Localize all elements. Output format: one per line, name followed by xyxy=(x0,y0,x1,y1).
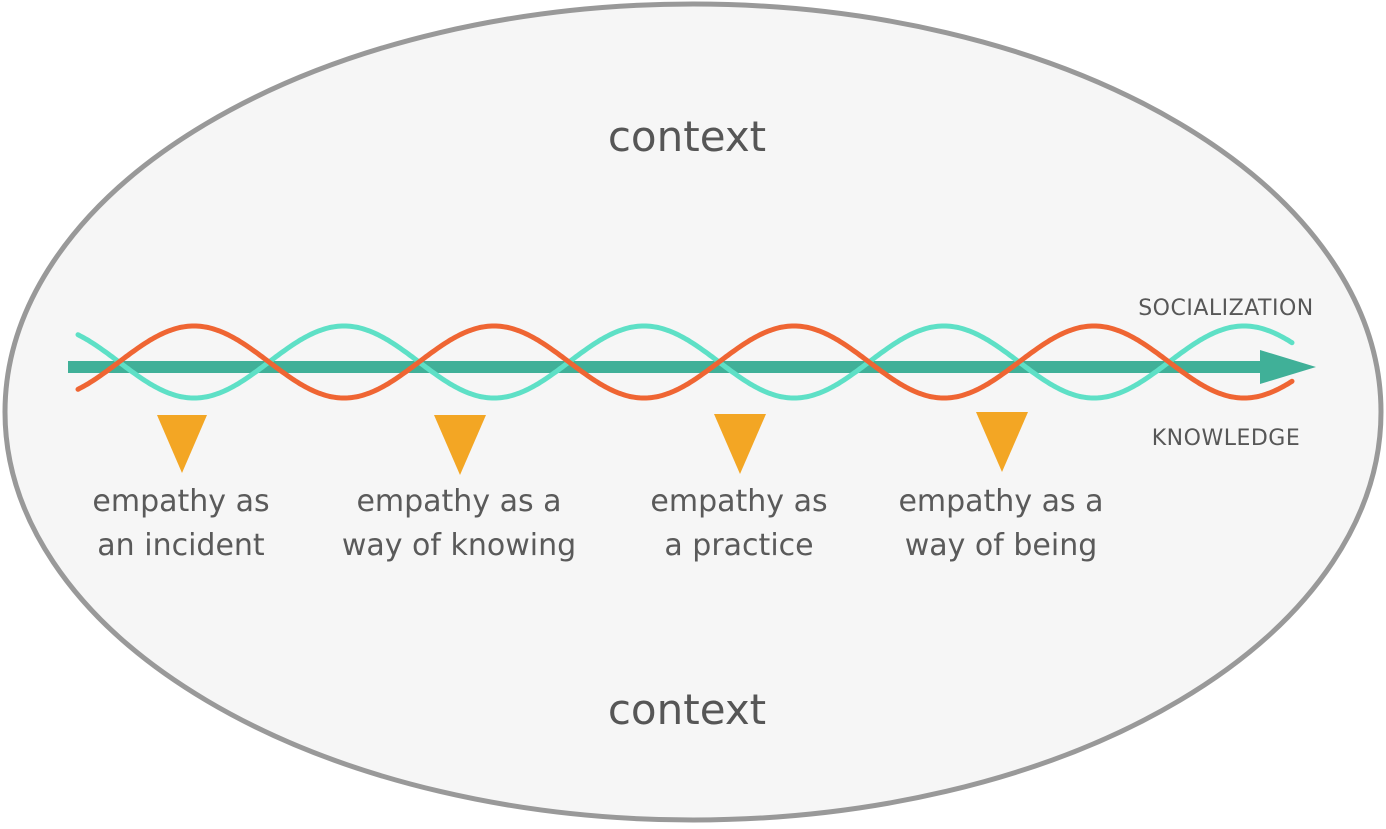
stage-label-line1: empathy as xyxy=(92,484,269,519)
knowledge-strand xyxy=(75,323,1295,401)
stage-label-line1: empathy as a xyxy=(356,484,561,519)
knowledge-label: KNOWLEDGE xyxy=(1152,426,1301,451)
stage-label-line2: an incident xyxy=(97,528,265,563)
stage-marker-triangle xyxy=(714,414,766,474)
context-label-top: context xyxy=(608,112,766,161)
stage-practice: empathy as a practice xyxy=(650,414,828,563)
stage-marker-triangle xyxy=(976,412,1028,472)
stage-label-line1: empathy as a xyxy=(898,484,1103,519)
progression-arrow xyxy=(68,350,1316,384)
context-label-bottom: context xyxy=(608,685,766,734)
stage-label-line2: way of being xyxy=(905,528,1098,563)
stage-label-line2: way of knowing xyxy=(342,528,576,563)
socialization-label: SOCIALIZATION xyxy=(1138,296,1314,321)
stage-way-of-knowing: empathy as a way of knowing xyxy=(342,415,576,563)
arrow-shaft xyxy=(68,361,1268,373)
stage-way-of-being: empathy as a way of being xyxy=(898,412,1104,563)
arrow-head xyxy=(1260,350,1316,384)
socialization-strand xyxy=(75,323,1295,401)
stage-marker-triangle xyxy=(434,415,486,475)
stage-marker-triangle xyxy=(157,415,207,473)
stage-label-line1: empathy as xyxy=(650,484,827,519)
stage-label-line2: a practice xyxy=(664,528,813,563)
stage-incident: empathy as an incident xyxy=(92,415,270,563)
